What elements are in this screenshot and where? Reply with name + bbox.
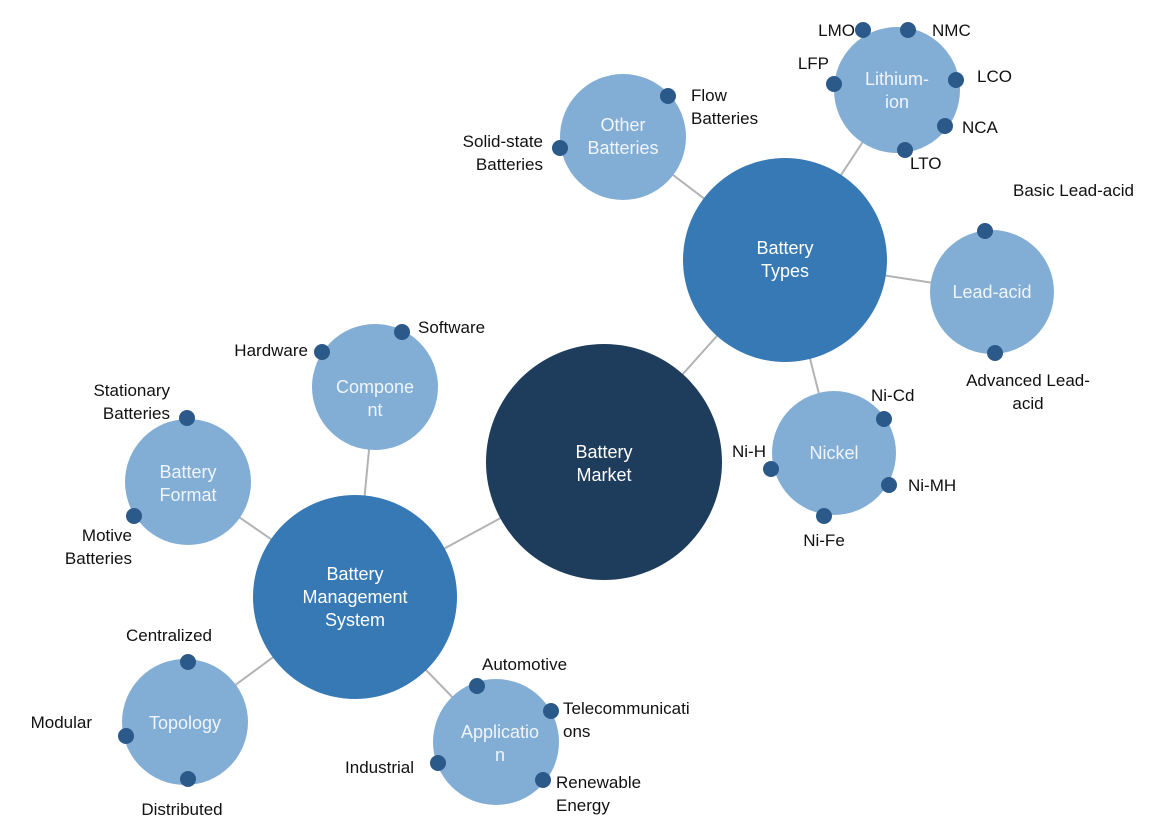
leaf-dot-lto[interactable] bbox=[897, 142, 913, 158]
leaf-label-ni-cd: Ni-Cd bbox=[871, 386, 914, 405]
leaf-dot-ni-fe[interactable] bbox=[816, 508, 832, 524]
node-circle bbox=[930, 230, 1054, 354]
node-circle bbox=[486, 344, 722, 580]
leaf-label-industrial: Industrial bbox=[345, 758, 414, 777]
node-circle bbox=[560, 74, 686, 200]
leaf-dot-telecommunications[interactable] bbox=[543, 703, 559, 719]
node-lithium-ion[interactable]: Lithium-ion LMO NMC LFP LCO NCA LTO bbox=[798, 21, 1012, 173]
node-circle bbox=[433, 679, 559, 805]
node-circle bbox=[125, 419, 251, 545]
leaf-label-basic-lead-acid: Basic Lead-acid bbox=[1013, 181, 1134, 200]
leaf-dot-industrial[interactable] bbox=[430, 755, 446, 771]
leaf-dot-distributed[interactable] bbox=[180, 771, 196, 787]
leaf-dot-nca[interactable] bbox=[937, 118, 953, 134]
leaf-label-hardware: Hardware bbox=[234, 341, 308, 360]
leaf-dot-ni-mh[interactable] bbox=[881, 477, 897, 493]
leaf-dot-modular[interactable] bbox=[118, 728, 134, 744]
leaf-dot-basic-lead-acid[interactable] bbox=[977, 223, 993, 239]
node-circle bbox=[772, 391, 896, 515]
node-circle bbox=[834, 27, 960, 153]
leaf-dot-ni-h[interactable] bbox=[763, 461, 779, 477]
leaf-label-ni-mh: Ni-MH bbox=[908, 476, 956, 495]
leaf-label-distributed: Distributed bbox=[141, 800, 222, 819]
leaf-label-automotive: Automotive bbox=[482, 655, 567, 674]
leaf-dot-hardware[interactable] bbox=[314, 344, 330, 360]
leaf-label-nmc: NMC bbox=[932, 21, 971, 40]
node-label: Lithium-ion bbox=[865, 69, 929, 112]
leaf-label-ni-fe: Ni-Fe bbox=[803, 531, 845, 550]
node-label: Nickel bbox=[809, 443, 858, 463]
leaf-label-software: Software bbox=[418, 318, 485, 337]
node-label: Topology bbox=[149, 713, 221, 733]
leaf-dot-solid-state[interactable] bbox=[552, 140, 568, 156]
leaf-label-lco: LCO bbox=[977, 67, 1012, 86]
leaf-dot-lmo[interactable] bbox=[855, 22, 871, 38]
node-circle bbox=[312, 324, 438, 450]
leaf-label-lmo: LMO bbox=[818, 21, 855, 40]
leaf-label-lfp: LFP bbox=[798, 54, 829, 73]
leaf-label-lto: LTO bbox=[910, 154, 942, 173]
leaf-dot-motive[interactable] bbox=[126, 508, 142, 524]
leaf-dot-lco[interactable] bbox=[948, 72, 964, 88]
leaf-dot-automotive[interactable] bbox=[469, 678, 485, 694]
node-circle bbox=[683, 158, 887, 362]
node-circle bbox=[122, 659, 248, 785]
leaf-dot-nmc[interactable] bbox=[900, 22, 916, 38]
leaf-dot-centralized[interactable] bbox=[180, 654, 196, 670]
leaf-dot-lfp[interactable] bbox=[826, 76, 842, 92]
leaf-dot-ni-cd[interactable] bbox=[876, 411, 892, 427]
leaf-label-modular: Modular bbox=[31, 713, 93, 732]
node-topology[interactable]: Topology Centralized Modular Distributed bbox=[31, 626, 248, 819]
leaf-label-centralized: Centralized bbox=[126, 626, 212, 645]
leaf-label-nca: NCA bbox=[962, 118, 999, 137]
leaf-dot-stationary[interactable] bbox=[179, 410, 195, 426]
leaf-dot-advanced-lead-acid[interactable] bbox=[987, 345, 1003, 361]
leaf-dot-software[interactable] bbox=[394, 324, 410, 340]
leaf-dot-flow[interactable] bbox=[660, 88, 676, 104]
leaf-label-ni-h: Ni-H bbox=[732, 442, 766, 461]
node-nickel[interactable]: Nickel Ni-Cd Ni-H Ni-MH Ni-Fe bbox=[732, 386, 956, 550]
leaf-dot-renewable-energy[interactable] bbox=[535, 772, 551, 788]
node-circle bbox=[253, 495, 457, 699]
node-lead-acid[interactable]: Lead-acid Basic Lead-acid Advanced Lead-… bbox=[930, 181, 1134, 413]
node-label: Lead-acid bbox=[952, 282, 1031, 302]
leaf-label-advanced-lead-acid: Advanced Lead-acid bbox=[966, 371, 1090, 413]
